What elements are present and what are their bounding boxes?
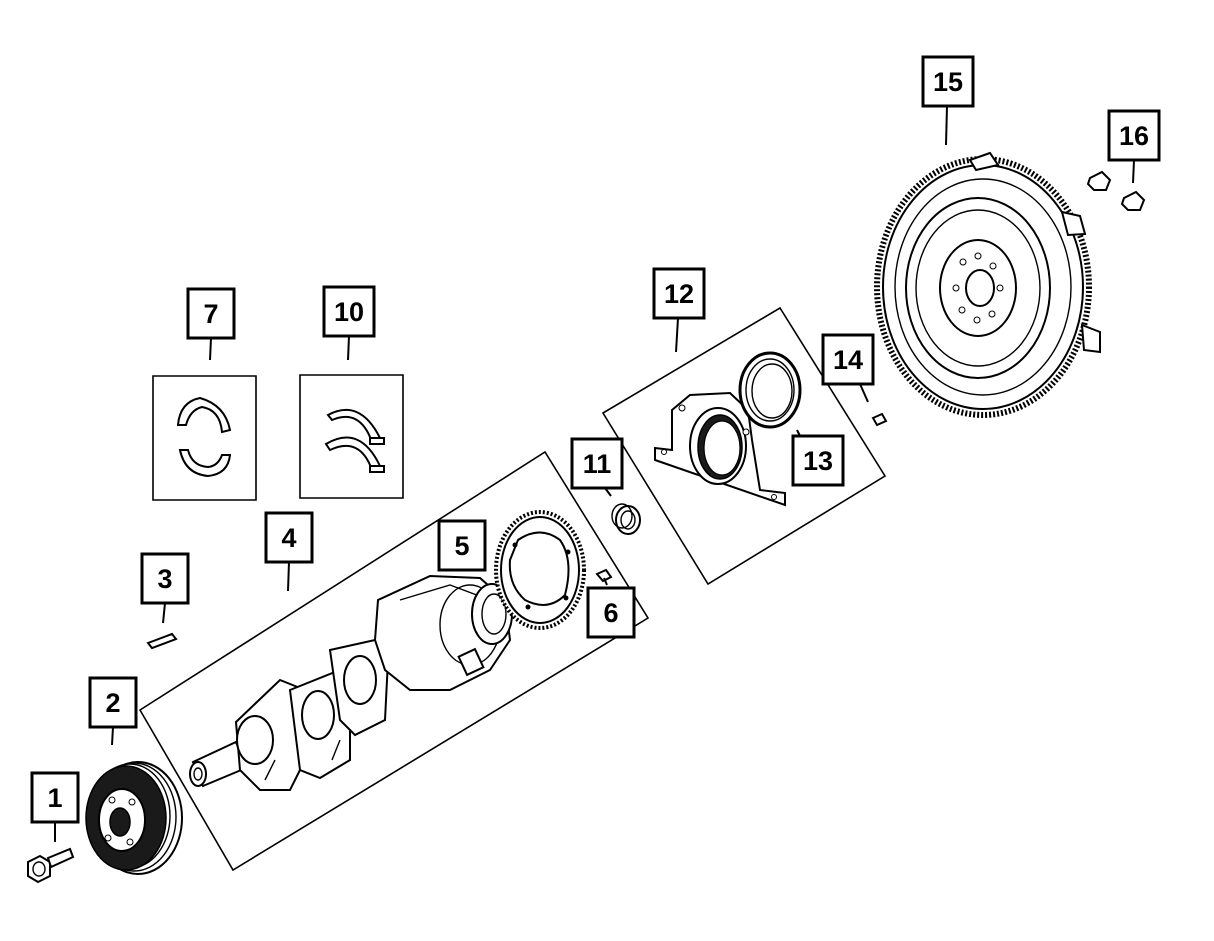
callout-11: 11 [570, 437, 624, 490]
callout-2: 2 [88, 676, 138, 729]
leader-16 [1132, 159, 1135, 184]
leader-7 [209, 337, 212, 361]
callout-13-label: 13 [803, 446, 833, 476]
flexplate-bolts [1086, 170, 1146, 211]
callout-4-label: 4 [281, 523, 296, 553]
callout-3-label: 3 [157, 564, 172, 594]
tone-wheel [494, 510, 586, 630]
crankshaft-key [146, 632, 178, 650]
callout-1: 1 [30, 771, 80, 824]
flexplate [874, 151, 1101, 418]
leader-14 [859, 383, 869, 403]
callout-5: 5 [437, 519, 487, 572]
bearing-group-frame-7 [152, 375, 257, 501]
callout-13: 13 [791, 434, 845, 487]
callout-16: 16 [1107, 109, 1161, 162]
callout-14: 14 [821, 333, 875, 386]
vibration-damper [85, 761, 183, 875]
rear-seal-group-frame [601, 306, 887, 586]
callout-10-label: 10 [334, 297, 364, 327]
callout-6: 6 [586, 586, 636, 639]
callout-11-label: 11 [583, 449, 612, 479]
callout-16-label: 16 [1119, 121, 1149, 151]
crankshaft [189, 574, 513, 791]
leader-2 [111, 726, 114, 746]
callout-1-label: 1 [47, 783, 62, 813]
callout-5-label: 5 [454, 531, 469, 561]
leader-4 [287, 561, 290, 592]
bearing-group-frame-10 [299, 374, 404, 499]
leader-10 [347, 335, 350, 361]
callout-2-label: 2 [105, 688, 120, 718]
callout-10: 10 [322, 285, 376, 338]
thrust-bearing-halves [324, 409, 385, 473]
crankshaft-group-frame [138, 450, 650, 872]
retainer-screw [871, 412, 888, 427]
callout-14-label: 14 [833, 345, 863, 375]
rear-main-seal [738, 351, 802, 429]
rear-main-seal-retainer [654, 391, 786, 507]
callout-3: 3 [140, 552, 190, 605]
main-bearing-shells [176, 396, 232, 478]
leader-3 [162, 602, 166, 624]
callout-7: 7 [186, 287, 236, 340]
callout-15-label: 15 [933, 67, 963, 97]
callout-7-label: 7 [203, 299, 218, 329]
pilot-bushing [611, 503, 641, 535]
leader-12 [675, 317, 679, 353]
callout-4: 4 [264, 511, 314, 564]
callout-15: 15 [921, 55, 975, 108]
damper-bolt [27, 847, 75, 884]
callout-12-label: 12 [664, 279, 694, 309]
callout-12: 12 [652, 267, 706, 320]
leader-15 [945, 105, 948, 146]
callout-6-label: 6 [603, 598, 618, 628]
tone-wheel-screw [595, 568, 613, 586]
